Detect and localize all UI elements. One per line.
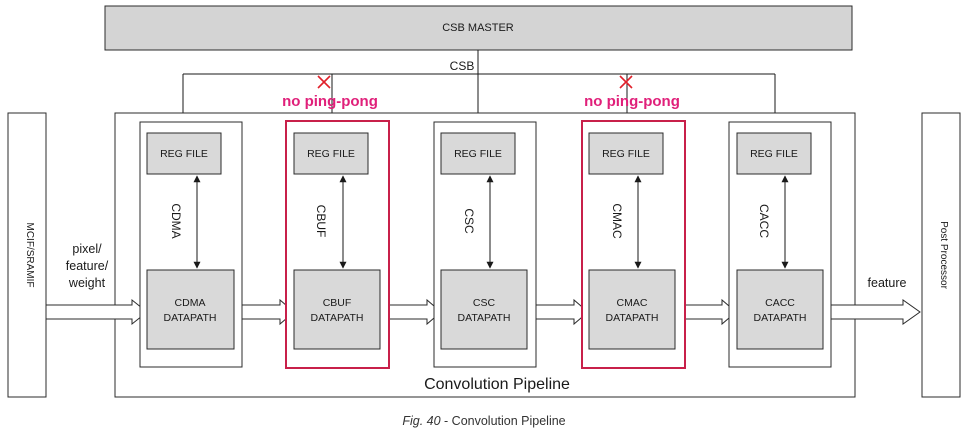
module-cmac: REG FILE CMAC CMAC DATAPATH [581,120,686,369]
reg-file-box [146,132,222,175]
datapath-box [588,269,676,350]
no-ping-pong-label-cmac: no ping-pong [584,93,680,110]
mcif-sramif-label: MCIF/SRAMIF [24,223,35,288]
datapath-label-line1: CMAC [617,297,648,309]
figure-number: Fig. 40 [402,414,441,428]
caption-separator: - [440,414,452,428]
reg-file-label: REG FILE [602,148,650,160]
csb-master-label: CSB MASTER [442,22,514,34]
datapath-label-line2: DATAPATH [754,312,807,324]
module-cdma: REG FILE CDMA CDMA DATAPATH [139,121,243,368]
figure-caption: Fig. 40 - Convolution Pipeline [0,414,968,428]
input-label-line1: pixel/ [72,242,102,256]
reg-file-box [736,132,812,175]
input-label-line2: feature/ [66,259,109,273]
datapath-label-line1: CBUF [323,297,352,309]
no-ping-pong-label-cbuf: no ping-pong [282,93,378,110]
csb-bus-label: CSB [450,59,475,73]
datapath-box [146,269,235,350]
output-arrow [822,299,921,325]
module-cbuf: REG FILE CBUF CBUF DATAPATH [285,120,390,369]
post-processor-box [921,112,961,398]
datapath-box [736,269,824,350]
reg-file-label: REG FILE [160,148,208,160]
datapath-label-line2: DATAPATH [311,312,364,324]
datapath-label-line1: CACC [765,297,795,309]
module-name-label: CACC [757,204,771,238]
reg-file-label: REG FILE [750,148,798,160]
module-name-label: CMAC [610,203,624,239]
datapath-label-line2: DATAPATH [458,312,511,324]
output-label: feature [868,276,907,290]
module-csc: REG FILE CSC CSC DATAPATH [433,121,537,368]
reg-file-box [440,132,516,175]
datapath-label-line2: DATAPATH [164,312,217,324]
module-name-label: CBUF [314,205,328,238]
reg-file-label: REG FILE [454,148,502,160]
input-arrow [45,298,148,326]
module-name-label: CSC [462,208,476,234]
input-label-line3: weight [68,276,106,290]
reg-file-label: REG FILE [307,148,355,160]
datapath-label-line1: CSC [473,297,496,309]
module-name-label: CDMA [169,203,183,238]
reg-file-box [588,132,664,175]
caption-text: Convolution Pipeline [451,414,566,428]
datapath-label-line2: DATAPATH [606,312,659,324]
datapath-box [293,269,381,350]
datapath-label-line1: CDMA [175,297,206,309]
datapath-box [440,269,528,350]
csb-master-box [104,5,853,51]
module-cacc: REG FILE CACC CACC DATAPATH [728,121,832,368]
cross-icon-cbuf [317,75,331,89]
reg-file-box [293,132,369,175]
mcif-sramif-box [7,112,47,398]
post-processor-label: Post Processor [938,221,949,289]
cross-icon-cmac [619,75,633,89]
convolution-pipeline-label: Convolution Pipeline [424,376,570,393]
